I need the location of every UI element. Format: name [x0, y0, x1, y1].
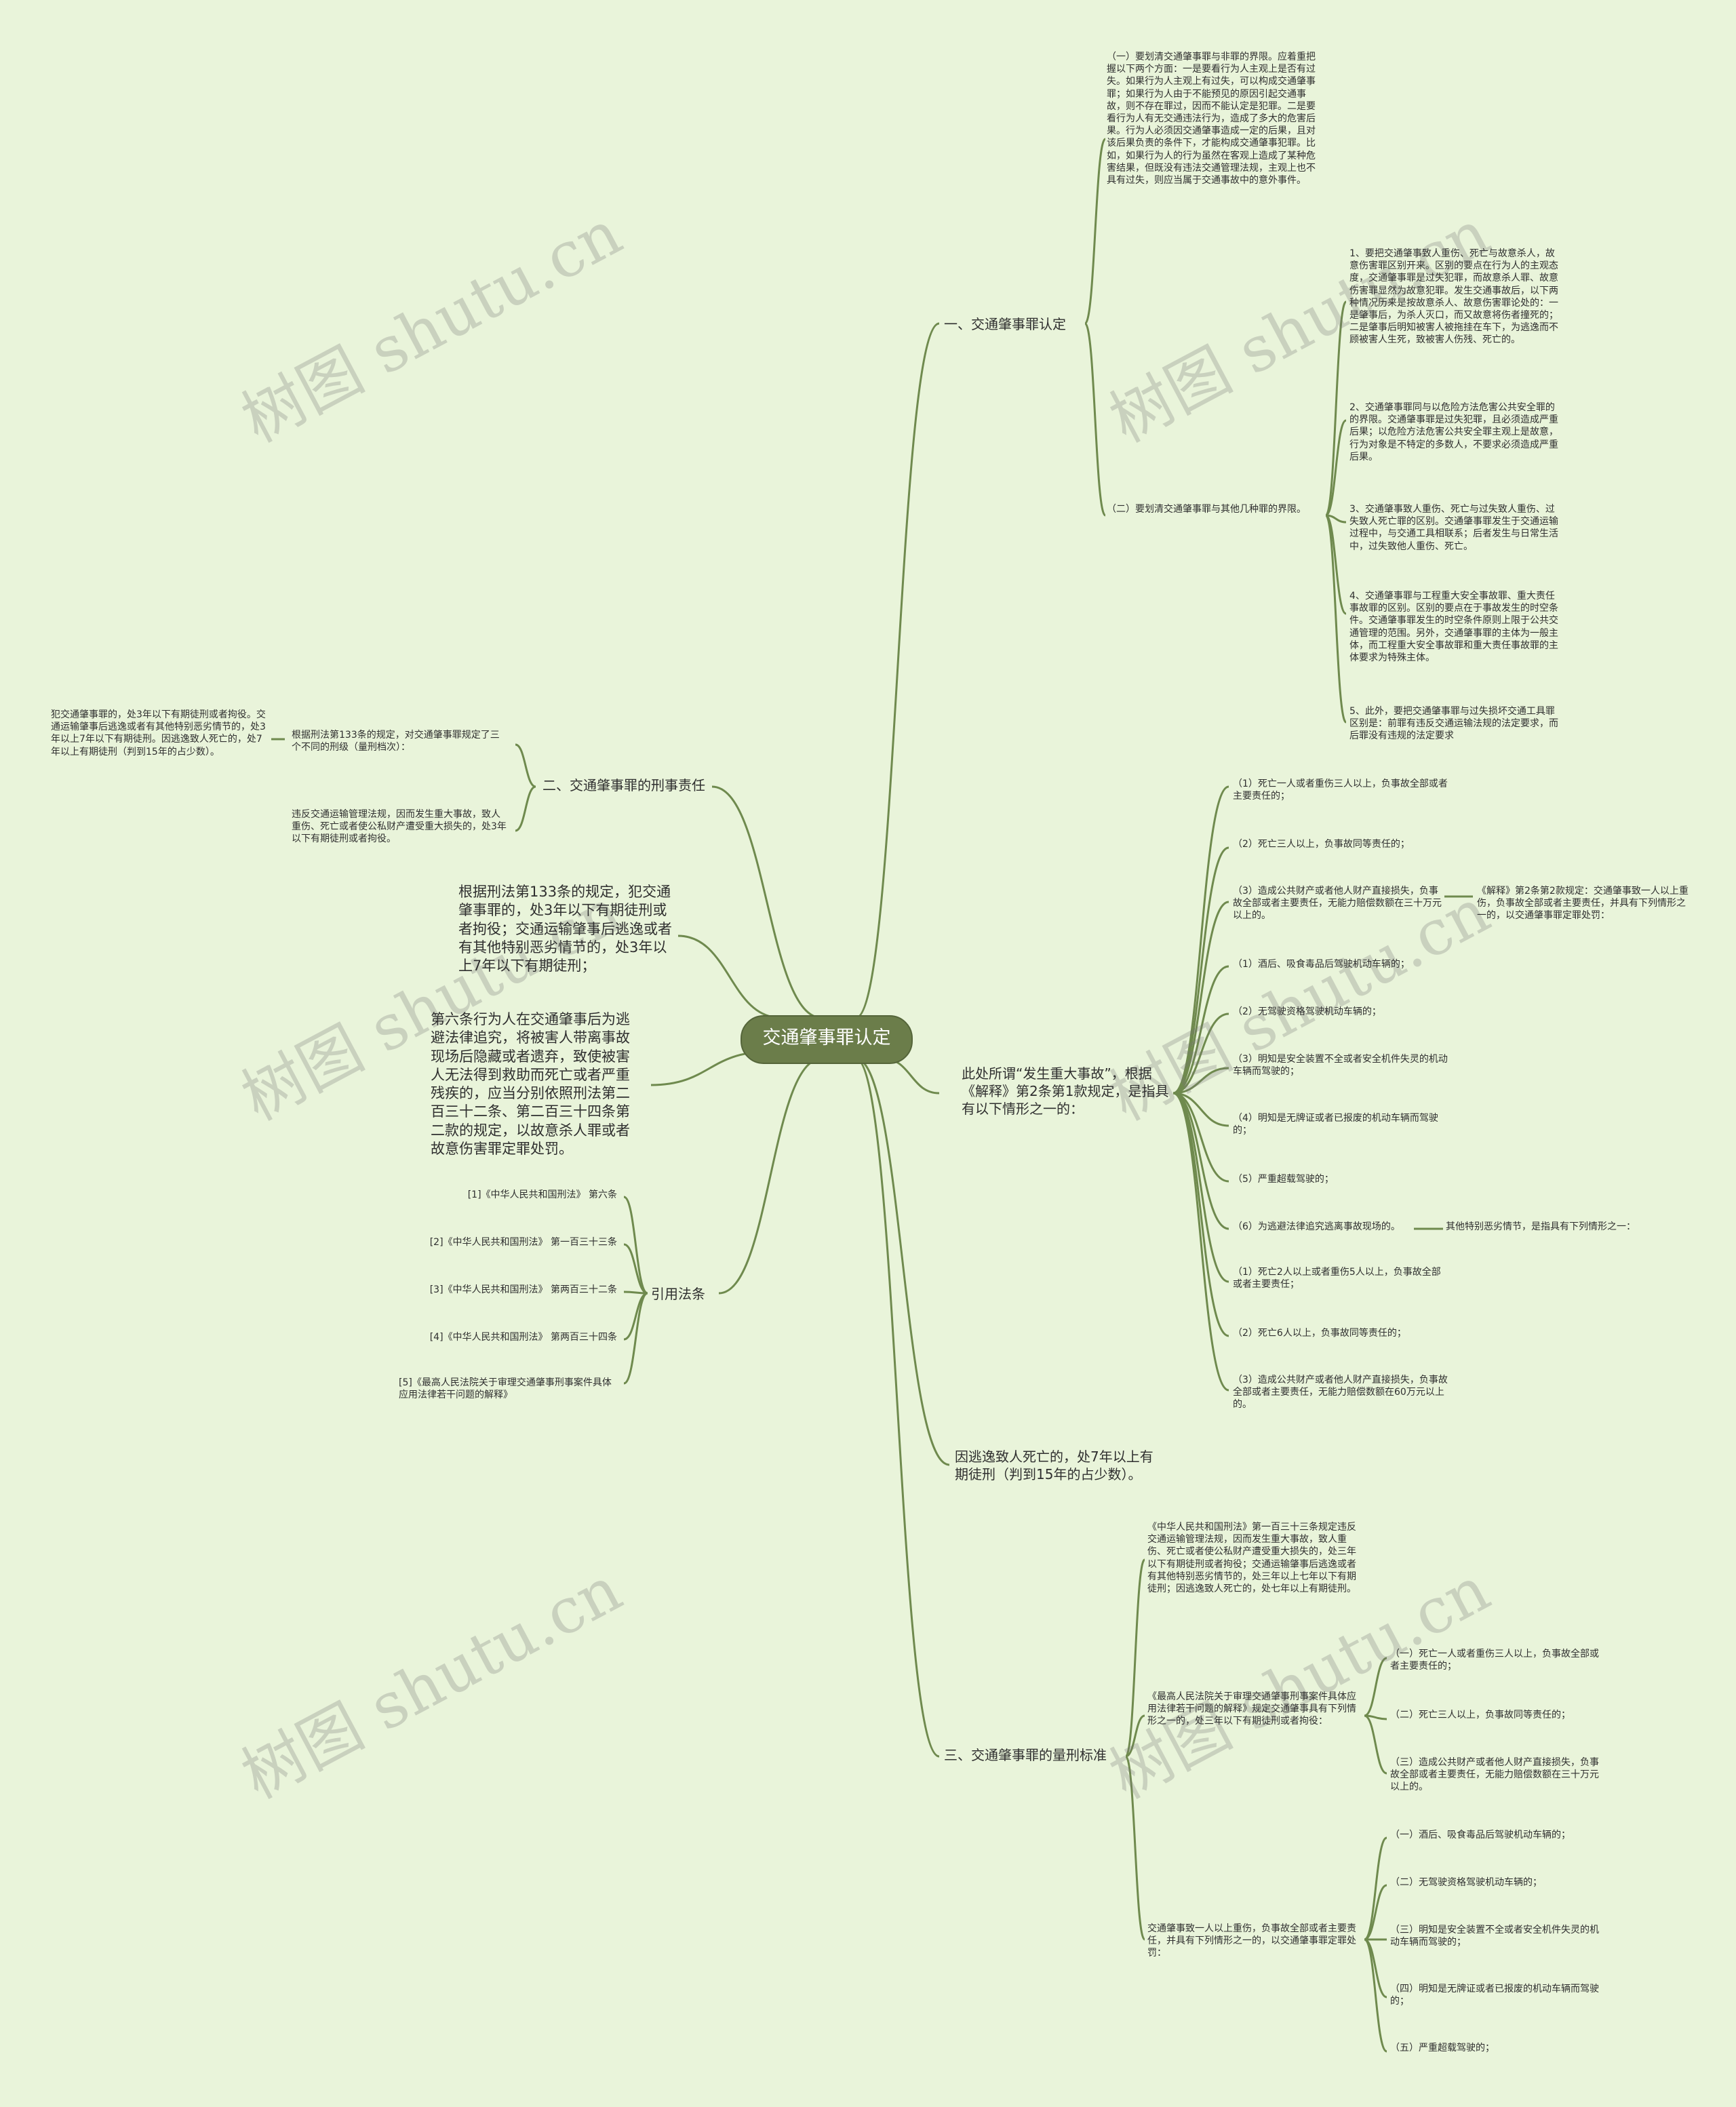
- b6-item[interactable]: （5）严重超载驾驶的；: [1233, 1174, 1334, 1185]
- b6-item[interactable]: （6）为逃避法律追究逃离事故现场的。: [1233, 1221, 1400, 1232]
- connector-edge: [1364, 1657, 1387, 1717]
- b1-leaf-2[interactable]: 2、交通肇事罪同与以危险方法危害公共安全罪的的界限。交通肇事罪是过失犯罪，且必须…: [1349, 402, 1558, 462]
- connector-edge: [1172, 1092, 1229, 1392]
- connector-edge: [1172, 1092, 1229, 1183]
- b2-node-a[interactable]: 根据刑法第133条的规定，对交通肇事罪规定了三个不同的刑级（量刑档次）：: [292, 730, 500, 753]
- b1-node-a[interactable]: （一）要划清交通肇事罪与非罪的界限。应着重把握以下两个方面：一是要看行为人主观上…: [1107, 52, 1316, 186]
- b6-item[interactable]: （1）酒后、吸食毒品后驾驶机动车辆的；: [1233, 959, 1410, 970]
- connector-edge: [623, 1243, 648, 1295]
- connector-edge: [1124, 1755, 1146, 1941]
- connector-edge: [515, 785, 536, 832]
- b6-item[interactable]: （1）死亡一人或者重伤三人以上，负事故全部或者主要责任的；: [1233, 779, 1448, 802]
- b6-side-note[interactable]: 其他特别恶劣情节，是指具有下列情形之一：: [1446, 1221, 1636, 1232]
- b6-side-note[interactable]: 《解释》第2条第2款规定：交通肇事致一人以上重伤，负事故全部或者主要责任，并具有…: [1477, 886, 1689, 922]
- branch-7-text[interactable]: 因逃逸致人死亡的，处7年以上有期徒刑（判到15年的占少数）。: [955, 1449, 1153, 1482]
- connector-edge: [1172, 1092, 1229, 1283]
- b1-leaf-5[interactable]: 5、此外，要把交通肇事罪与过失损坏交通工具罪区别是：前罪有违反交通运输法规的法定…: [1349, 706, 1558, 742]
- b8-node-a[interactable]: 《中华人民共和国刑法》第一百三十三条规定违反交通运输管理法规，因而发生重大事故，…: [1147, 1522, 1356, 1594]
- connector-edge: [1324, 514, 1347, 724]
- branch-5-label[interactable]: 引用法条: [651, 1286, 705, 1302]
- b8-node-b[interactable]: 《最高人民法院关于审理交通肇事刑事案件具体应用法律若干问题的解释》规定交通肇事具…: [1147, 1691, 1356, 1727]
- b8-c-item[interactable]: （一）酒后、吸食毒品后驾驶机动车辆的；: [1390, 1830, 1571, 1840]
- b6-item[interactable]: （1）死亡2人以上或者重伤5人以上，负事故全部或者主要责任；: [1233, 1267, 1441, 1291]
- edge-root-b1: [855, 322, 940, 1019]
- b8-c-item[interactable]: （五）严重超载驾驶的；: [1390, 2043, 1495, 2053]
- edge-root-b5: [718, 1057, 823, 1295]
- b8-b-item[interactable]: （二）死亡三人以上，负事故同等责任的；: [1390, 1710, 1571, 1720]
- root-topic[interactable]: 交通肇事罪认定: [741, 1015, 913, 1064]
- b1-node-b[interactable]: （二）要划清交通肇事罪与其他几种罪的界限。: [1107, 504, 1306, 515]
- connector-edge: [1124, 1558, 1146, 1758]
- b2-leaf-a[interactable]: 犯交通肇事罪的，处3年以下有期徒刑或者拘役。交通运输肇事后逃逸或者有其他特别恶劣…: [51, 709, 266, 757]
- branch-1-label[interactable]: 一、交通肇事罪认定: [944, 316, 1066, 332]
- b1-leaf-4[interactable]: 4、交通肇事罪与工程重大安全事故罪、重大责任事故罪的区别。区别的要点在于事故发生…: [1349, 591, 1558, 663]
- b1-leaf-1[interactable]: 1、要把交通肇事致人重伤、死亡与故意杀人，故意伤害罪区别开来。区别的要点在行为人…: [1349, 248, 1558, 346]
- b8-c-item[interactable]: （二）无驾驶资格驾驶机动车辆的；: [1390, 1877, 1542, 1888]
- connector-edge: [1172, 901, 1229, 1095]
- connector-edge: [1364, 1836, 1387, 1941]
- b8-c-item[interactable]: （四）明知是无牌证或者已报废的机动车辆而驾驶的；: [1390, 1984, 1599, 2007]
- connector-edge: [1172, 1092, 1229, 1337]
- connector-edge: [623, 1292, 648, 1385]
- branch-6-text[interactable]: 此处所谓“发生重大事故”，根据《解释》第2条第1款规定，是指具有以下情形之一的：: [962, 1065, 1169, 1117]
- connector-edge: [1364, 1938, 1387, 2053]
- b6-item[interactable]: （3）明知是安全装置不全或者安全机件失灵的机动车辆而驾驶的；: [1233, 1054, 1448, 1078]
- b6-item[interactable]: （2）无驾驶资格驾驶机动车辆的；: [1233, 1006, 1381, 1017]
- edge-root-b8: [855, 1057, 940, 1758]
- connector-edge: [1324, 300, 1347, 517]
- b8-node-c[interactable]: 交通肇事致一人以上重伤，负事故全部或者主要责任，并具有下列情形之一的，以交通肇事…: [1147, 1923, 1356, 1959]
- b8-b-item[interactable]: （三）造成公共财产或者他人财产直接损失，负事故全部或者主要责任，无能力赔偿数额在…: [1390, 1757, 1599, 1793]
- b1-leaf-3[interactable]: 3、交通肇事致人重伤、死亡与过失致人重伤、过失致人死亡罪的区别。交通肇事罪发生于…: [1349, 504, 1558, 552]
- connector-edge: [623, 1196, 648, 1295]
- ref-item[interactable]: [5]《最高人民法院关于审理交通肇事刑事案件具体应用法律若干问题的解释》: [399, 1377, 612, 1401]
- b6-item[interactable]: （2）死亡6人以上，负事故同等责任的；: [1233, 1328, 1406, 1339]
- connector-edge: [1172, 1092, 1229, 1127]
- branch-4-text[interactable]: 第六条行为人在交通肇事后为逃避法律追究，将被害人带离事故现场后隐藏或者遗弃，致使…: [431, 1011, 630, 1158]
- b8-b-item[interactable]: （一）死亡一人或者重伤三人以上，负事故全部或者主要责任的；: [1390, 1649, 1599, 1672]
- connector-edge: [1364, 1884, 1387, 1941]
- b8-c-item[interactable]: （三）明知是安全装置不全或者安全机件失灵的机动车辆而驾驶的；: [1390, 1925, 1599, 1948]
- branch-8-label[interactable]: 三、交通肇事罪的量刑标准: [944, 1747, 1107, 1763]
- edge-b1-a: [1084, 138, 1107, 325]
- connector-edge: [1172, 965, 1229, 1095]
- branch-3-text[interactable]: 根据刑法第133条的规定，犯交通肇事罪的，处3年以下有期徒刑或者拘役；交通运输肇…: [458, 884, 672, 974]
- b6-item[interactable]: （4）明知是无牌证或者已报废的机动车辆而驾驶的；: [1233, 1113, 1438, 1137]
- connector-edge: [1125, 1714, 1145, 1758]
- edge-root-b7: [855, 1057, 950, 1466]
- edge-root-b2: [711, 785, 823, 1019]
- edge-root-b3: [677, 934, 782, 1019]
- connector-edge: [1172, 1012, 1229, 1095]
- connector-edge: [1364, 1714, 1387, 1775]
- ref-item[interactable]: [4]《中华人民共和国刑法》 第两百三十四条: [429, 1332, 617, 1343]
- ref-item[interactable]: [1]《中华人民共和国刑法》 第六条: [467, 1189, 617, 1200]
- connector-edge: [1172, 1067, 1229, 1095]
- connector-edge: [1325, 419, 1347, 517]
- ref-item[interactable]: [2]《中华人民共和国刑法》 第一百三十三条: [429, 1237, 617, 1248]
- connector-edge: [1172, 1092, 1229, 1230]
- connector-edge: [1172, 785, 1229, 1095]
- connector-edge: [1325, 514, 1347, 524]
- branch-2-label[interactable]: 二、交通肇事罪的刑事责任: [542, 777, 705, 793]
- b6-item[interactable]: （2）死亡三人以上，负事故同等责任的；: [1233, 839, 1410, 850]
- b6-item[interactable]: （3）造成公共财产或者他人财产直接损失，负事故全部或者主要责任，无能力赔偿数额在…: [1233, 1375, 1448, 1411]
- b6-item[interactable]: （3）造成公共财产或者他人财产直接损失，负事故全部或者主要责任，无能力赔偿数额在…: [1233, 886, 1442, 922]
- b2-node-b[interactable]: 违反交通运输管理法规，因而发生重大事故，致人重伤、死亡或者使公私财产遭受重大损失…: [292, 809, 507, 845]
- edge-b1-b: [1084, 322, 1107, 517]
- connector-edge: [1172, 846, 1229, 1095]
- ref-item[interactable]: [3]《中华人民共和国刑法》 第两百三十二条: [429, 1284, 617, 1295]
- connector-edge: [515, 743, 536, 788]
